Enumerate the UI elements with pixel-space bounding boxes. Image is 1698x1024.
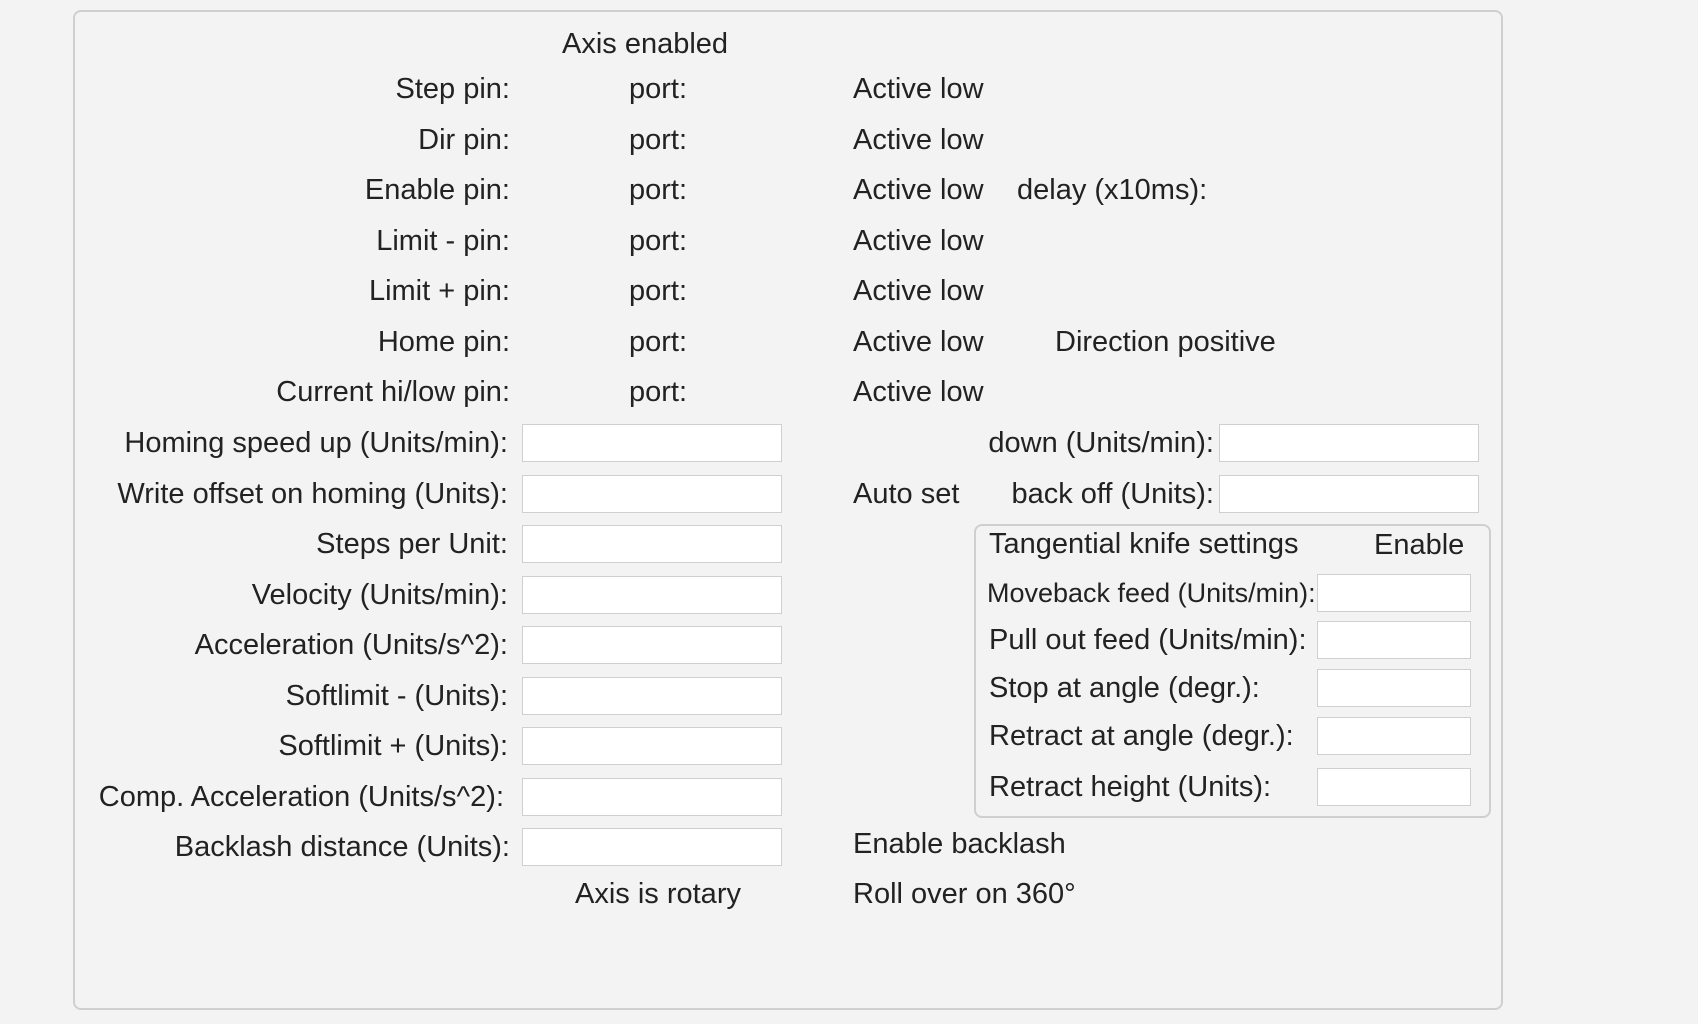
softlimit-minus-label: Softlimit - (Units): xyxy=(285,680,508,712)
homing-speed-up-label: Homing speed up (Units/min): xyxy=(124,427,508,459)
homing-speed-up-input[interactable] xyxy=(522,424,782,462)
steps-per-unit-label: Steps per Unit: xyxy=(316,528,508,560)
back-off-input[interactable] xyxy=(1219,475,1479,513)
limit-minus-active-low-checkbox[interactable]: Active low xyxy=(853,225,984,257)
dir-pin-label: Dir pin: xyxy=(418,124,510,156)
enable-active-low-checkbox[interactable]: Active low xyxy=(853,174,984,206)
dir-active-low-checkbox[interactable]: Active low xyxy=(853,124,984,156)
retract-at-angle-label: Retract at angle (degr.): xyxy=(989,720,1294,752)
limit-plus-port-label: port: xyxy=(629,275,688,307)
tangential-knife-enable-checkbox[interactable]: Enable xyxy=(1374,529,1465,561)
axis-is-rotary-checkbox[interactable]: Axis is rotary xyxy=(575,878,741,910)
softlimit-plus-input[interactable] xyxy=(522,727,782,765)
retract-height-label: Retract height (Units): xyxy=(989,771,1272,803)
velocity-input[interactable] xyxy=(522,576,782,614)
home-port-label: port: xyxy=(629,326,688,358)
moveback-feed-input[interactable] xyxy=(1317,574,1471,612)
step-pin-label: Step pin: xyxy=(395,73,510,105)
stop-at-angle-input[interactable] xyxy=(1317,669,1471,707)
backlash-distance-label: Backlash distance (Units): xyxy=(174,831,510,863)
write-offset-label: Write offset on homing (Units): xyxy=(117,478,508,510)
tangential-knife-group xyxy=(974,524,1491,818)
homing-speed-down-label: down (Units/min): xyxy=(988,427,1214,459)
write-offset-input[interactable] xyxy=(522,475,782,513)
comp-acceleration-label: Comp. Acceleration (Units/s^2): xyxy=(98,781,504,813)
current-hilow-active-low-checkbox[interactable]: Active low xyxy=(853,376,984,408)
pull-out-feed-label: Pull out feed (Units/min): xyxy=(989,624,1307,656)
limit-plus-active-low-checkbox[interactable]: Active low xyxy=(853,275,984,307)
enable-port-label: port: xyxy=(629,174,688,206)
axis-enabled-checkbox[interactable]: Axis enabled xyxy=(562,28,729,60)
comp-acceleration-input[interactable] xyxy=(522,778,782,816)
home-pin-label: Home pin: xyxy=(377,326,510,358)
steps-per-unit-input[interactable] xyxy=(522,525,782,563)
retract-height-input[interactable] xyxy=(1317,768,1471,806)
softlimit-plus-label: Softlimit + (Units): xyxy=(278,730,508,762)
retract-at-angle-input[interactable] xyxy=(1317,717,1471,755)
back-off-label: back off (Units): xyxy=(1011,478,1214,510)
limit-plus-pin-label: Limit + pin: xyxy=(368,275,510,307)
enable-delay-label: delay (x10ms): xyxy=(1017,174,1208,206)
step-port-label: port: xyxy=(629,73,688,105)
dir-port-label: port: xyxy=(629,124,688,156)
tangential-knife-title: Tangential knife settings xyxy=(989,528,1299,560)
limit-minus-port-label: port: xyxy=(629,225,688,257)
home-direction-positive-checkbox[interactable]: Direction positive xyxy=(1055,326,1276,358)
backlash-distance-input[interactable] xyxy=(522,828,782,866)
velocity-label: Velocity (Units/min): xyxy=(251,579,508,611)
pull-out-feed-input[interactable] xyxy=(1317,621,1471,659)
step-active-low-checkbox[interactable]: Active low xyxy=(853,73,984,105)
moveback-feed-label: Moveback feed (Units/min): xyxy=(987,578,1316,608)
softlimit-minus-input[interactable] xyxy=(522,677,782,715)
stop-at-angle-label: Stop at angle (degr.): xyxy=(989,672,1260,704)
enable-backlash-checkbox[interactable]: Enable backlash xyxy=(853,828,1066,860)
acceleration-label: Acceleration (Units/s^2): xyxy=(194,629,508,661)
limit-minus-pin-label: Limit - pin: xyxy=(376,225,510,257)
roll-over-360-checkbox[interactable]: Roll over on 360° xyxy=(853,878,1076,910)
enable-pin-label: Enable pin: xyxy=(364,174,510,206)
auto-set-checkbox[interactable]: Auto set xyxy=(853,478,960,510)
current-hilow-port-label: port: xyxy=(629,376,688,408)
current-hilow-pin-label: Current hi/low pin: xyxy=(276,376,510,408)
acceleration-input[interactable] xyxy=(522,626,782,664)
homing-speed-down-input[interactable] xyxy=(1219,424,1479,462)
home-active-low-checkbox[interactable]: Active low xyxy=(853,326,984,358)
